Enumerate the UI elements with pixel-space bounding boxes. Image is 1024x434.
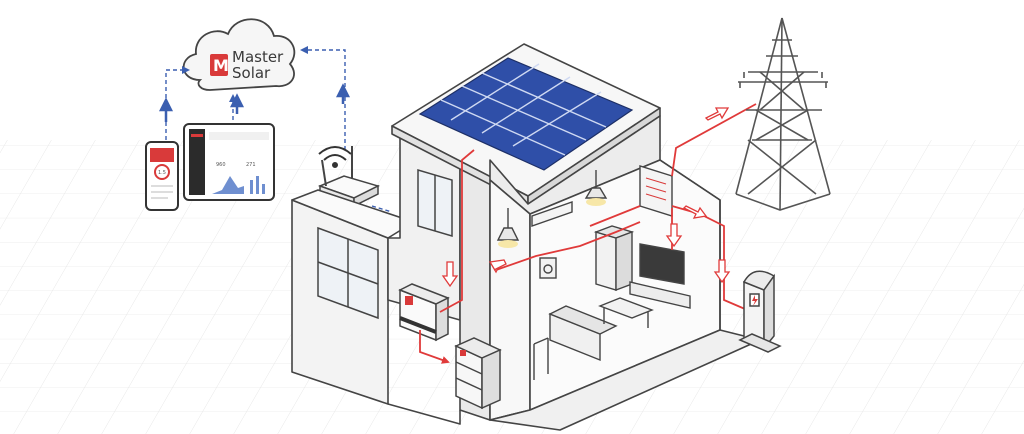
solar-panels bbox=[418, 57, 634, 171]
svg-text:M: M bbox=[213, 56, 229, 75]
window-upper bbox=[417, 168, 453, 238]
tablet-value-left: 960 bbox=[216, 162, 226, 168]
battery-icon bbox=[454, 337, 502, 410]
transmission-tower bbox=[735, 17, 831, 211]
ev-charger bbox=[738, 270, 782, 353]
power-flow-arrows bbox=[441, 107, 731, 288]
wifi-icon bbox=[318, 146, 352, 168]
brand-name-line2: Solar bbox=[232, 64, 271, 82]
window-left bbox=[317, 226, 379, 320]
tablet-icon: 960 271 bbox=[183, 123, 275, 201]
brand-logo: M Master Solar bbox=[210, 48, 284, 82]
lightning-icon bbox=[752, 295, 758, 306]
phone-icon: 1.5 bbox=[145, 141, 179, 211]
phone-reading: 1.5 bbox=[158, 170, 166, 176]
tablet-value-right: 271 bbox=[246, 162, 256, 168]
interior-appliances bbox=[496, 170, 691, 380]
brand-name-line1: Master bbox=[232, 48, 284, 66]
